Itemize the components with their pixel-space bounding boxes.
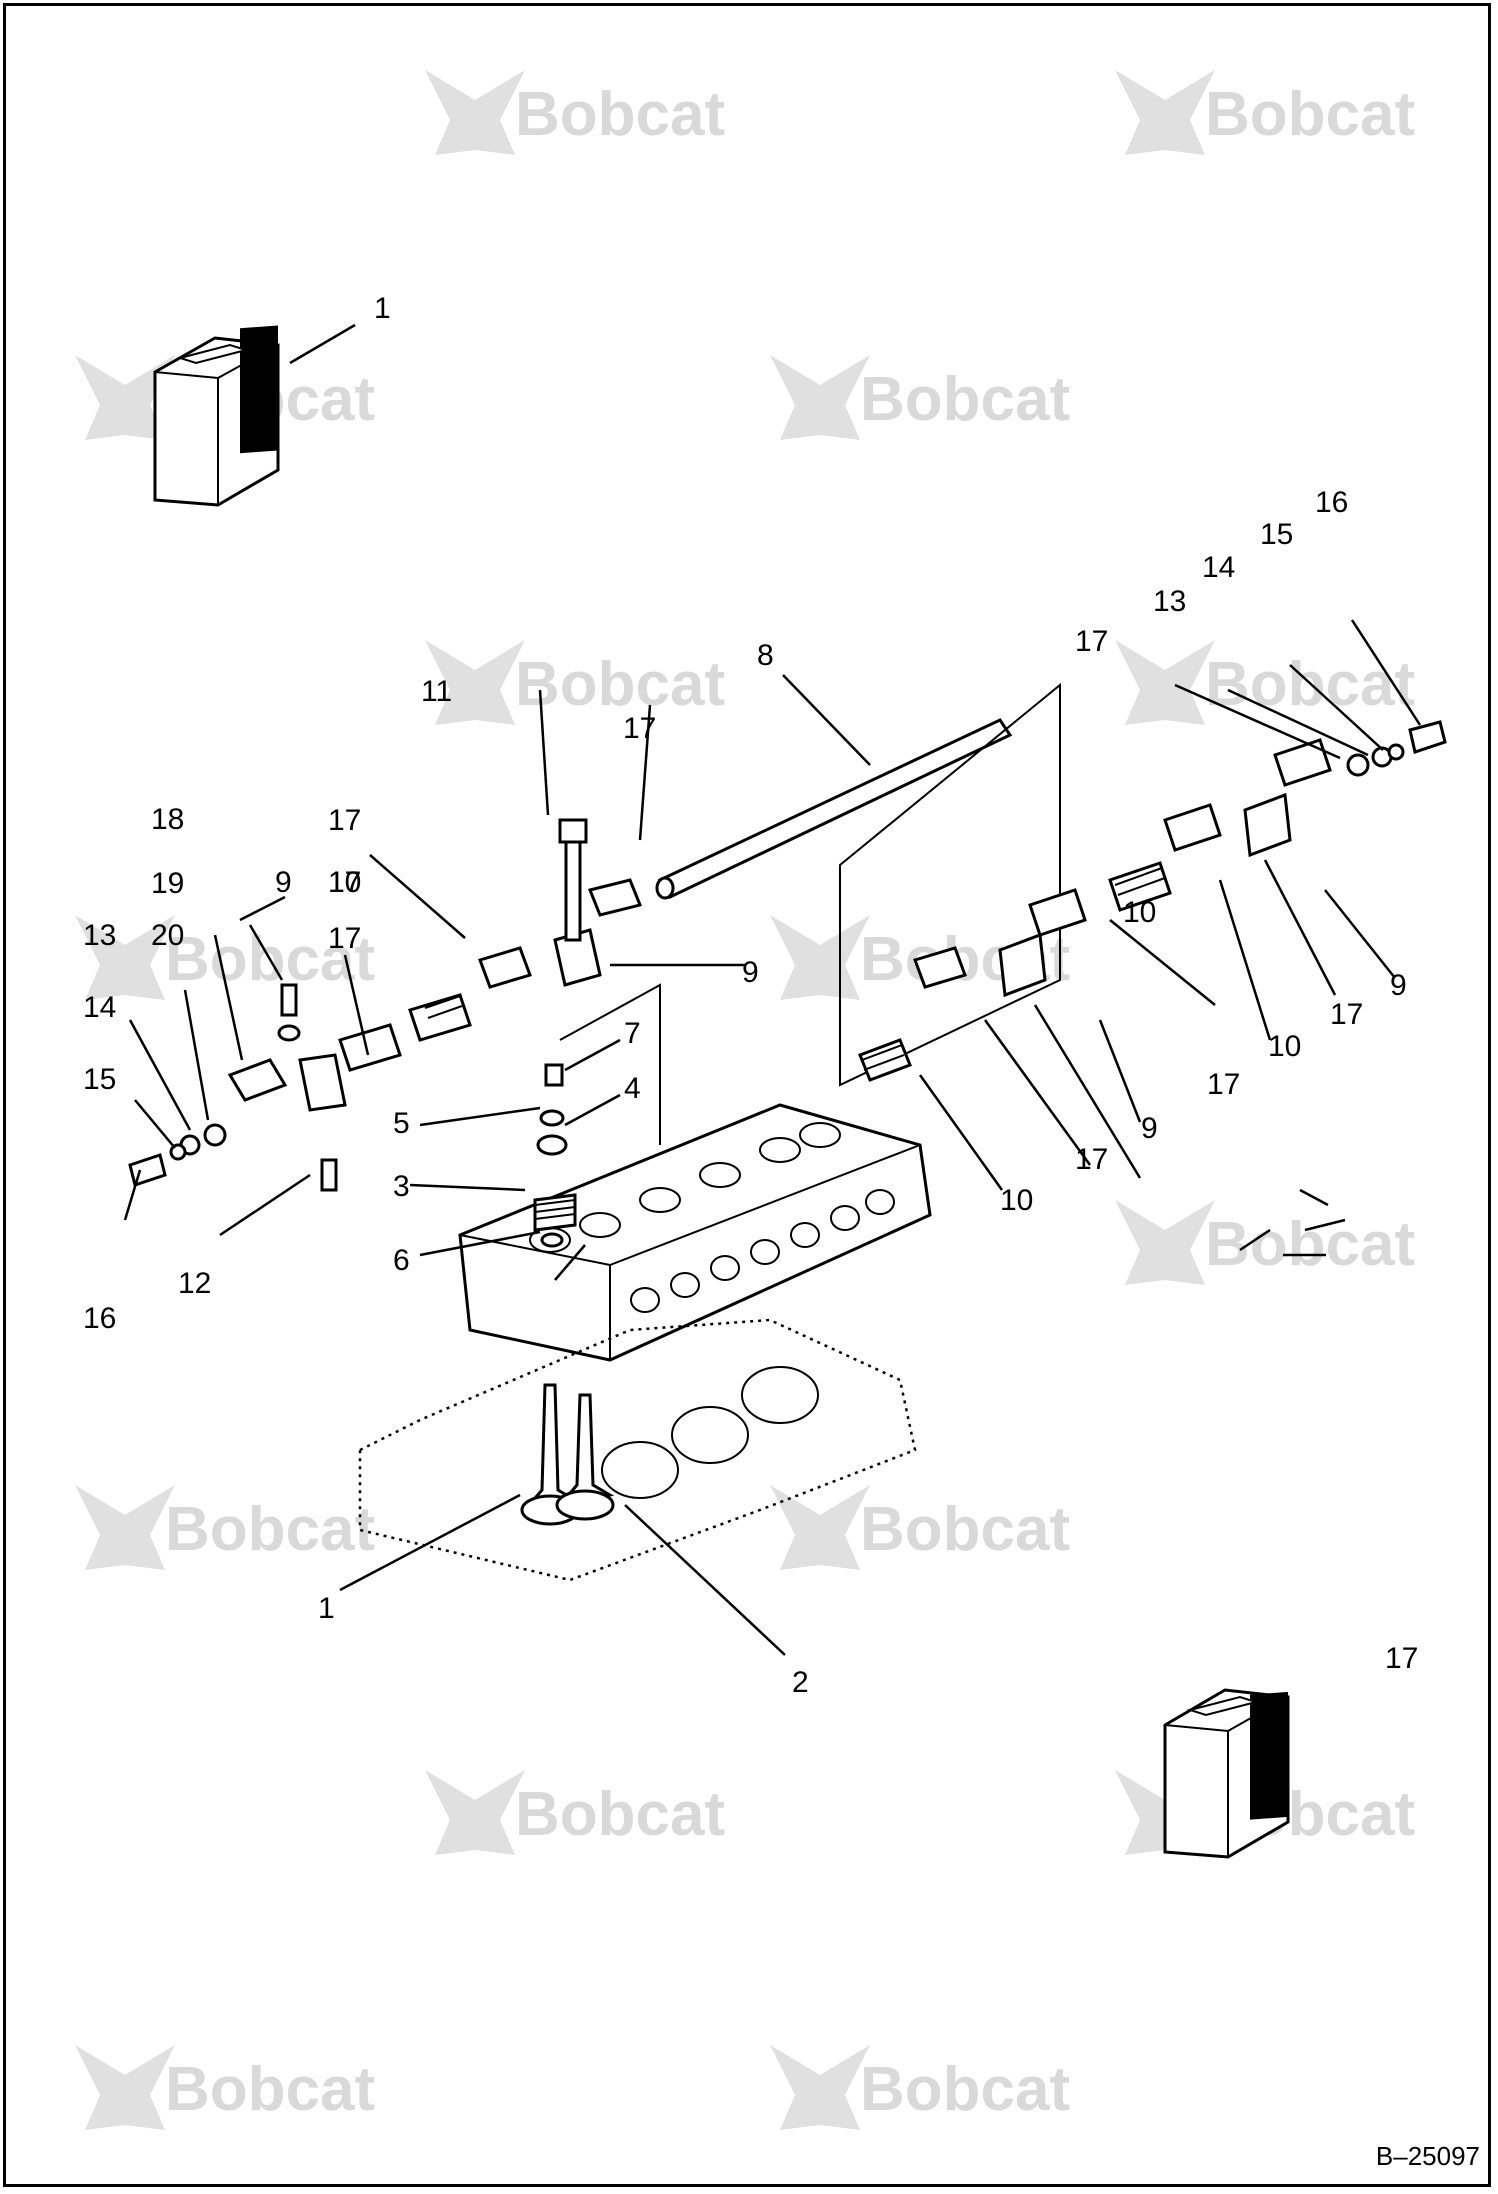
bobcat-logo-icon [770, 1485, 870, 1570]
watermark: Bobcat [75, 1485, 375, 1570]
watermark-layer: Bobcat Bobcat Bobcat Bobcat Bobcat Bobca… [75, 70, 1415, 2130]
callout-label: 17 [1385, 1642, 1418, 1675]
spring-retainer [536, 1134, 568, 1156]
bobcat-logo-icon [75, 2045, 175, 2130]
rocker-assembly-left [128, 818, 643, 1192]
callout-label: 1 [374, 292, 391, 325]
watermark-text: Bobcat [515, 80, 725, 149]
watermark: Bobcat [770, 355, 1070, 440]
callout-label: 1 [318, 1592, 335, 1625]
callout-label: 9 [742, 956, 759, 989]
callout-label: 5 [393, 1107, 410, 1140]
watermark: Bobcat [1115, 640, 1415, 725]
callout-label: 20 [151, 919, 184, 952]
callout-label: 14 [83, 991, 116, 1024]
bobcat-logo-icon [425, 640, 525, 725]
watermark-text: Bobcat [515, 1780, 725, 1849]
watermark: Bobcat [75, 915, 375, 1000]
callout-label: 10 [1268, 1030, 1301, 1063]
bobcat-logo-icon [75, 915, 175, 1000]
watermark: Bobcat [770, 2045, 1070, 2130]
callout-label: 17 [1330, 998, 1363, 1031]
watermark-text: Bobcat [1205, 1210, 1415, 1279]
bobcat-logo-icon [1115, 640, 1215, 725]
watermark: Bobcat [425, 1770, 725, 1855]
watermark-text: Bobcat [165, 2055, 375, 2124]
callout-label: 17 [328, 804, 361, 837]
callout-label: 17 [1075, 1143, 1108, 1176]
callout-label: 4 [624, 1072, 641, 1105]
callout-label: 13 [83, 919, 116, 952]
rocker-shaft [655, 718, 1013, 900]
watermark-text: Bobcat [860, 1495, 1070, 1564]
bobcat-logo-icon [75, 355, 175, 440]
callout-label: 2 [792, 1666, 809, 1699]
bobcat-logo-icon [75, 1485, 175, 1570]
callout-label: 15 [83, 1063, 116, 1096]
watermark-text: Bobcat [860, 2055, 1070, 2124]
callout-label: 17 [1207, 1068, 1240, 1101]
rocker-assembly-right [858, 720, 1447, 1082]
bobcat-logo-icon [425, 1770, 525, 1855]
callout-label: 17 [623, 712, 656, 745]
callout-label: 11 [421, 675, 452, 708]
bobcat-logo-icon [1115, 1200, 1215, 1285]
callout-label: 17 [328, 922, 361, 955]
callout-label: 3 [393, 1170, 410, 1203]
assembly-plane [559, 682, 1061, 1145]
watermark-text: Bobcat [515, 650, 725, 719]
cylinder-block-outline [358, 1318, 917, 1582]
callout-label: 17 [328, 866, 361, 899]
callout-label: 17 [1075, 625, 1108, 658]
cylinder-head [458, 1103, 932, 1362]
callout-label: 10 [1000, 1184, 1033, 1217]
callout-label: 18 [151, 803, 184, 836]
watermark-text: Bobcat [860, 365, 1070, 434]
watermark: Bobcat [75, 2045, 375, 2130]
callout-label: 10 [1123, 896, 1156, 929]
callout-label: 19 [151, 867, 184, 900]
callout-label: 13 [1153, 585, 1186, 618]
callouts: 1 1 2 3 4 5 6 7 8 9 9 9 9 10 10 10 10 11… [83, 292, 1418, 1699]
valve-seat [540, 1232, 564, 1248]
valve-spring [533, 1193, 577, 1232]
valve-seal [539, 1109, 565, 1127]
bobcat-logo-icon [770, 355, 870, 440]
valve [555, 1393, 615, 1521]
callout-label: 16 [1315, 486, 1348, 519]
callout-label: 10 [328, 866, 361, 899]
valve-cap [544, 1063, 564, 1087]
callout-label: 14 [1202, 551, 1235, 584]
bobcat-logo-icon [770, 915, 870, 1000]
callout-label: 16 [83, 1302, 116, 1335]
callout-label: 7 [624, 1017, 641, 1050]
callout-label: 8 [757, 639, 774, 672]
bobcat-logo-icon [1115, 70, 1215, 155]
callout-label: 15 [1260, 518, 1293, 551]
callout-label: 6 [393, 1244, 410, 1277]
callout-label: 9 [275, 866, 292, 899]
watermark: Bobcat [1115, 70, 1415, 155]
callout-label: 9 [1141, 1112, 1158, 1145]
callout-label: 12 [178, 1267, 211, 1300]
watermark-text: Bobcat [1205, 80, 1415, 149]
watermark: Bobcat [1115, 1200, 1415, 1285]
watermark: Bobcat [770, 1485, 1070, 1570]
drawing-number: B–25097 [1375, 2141, 1480, 2171]
watermark: Bobcat [425, 640, 725, 725]
watermark-text: Bobcat [165, 1495, 375, 1564]
kit-box-icon [1163, 1688, 1290, 1859]
bobcat-logo-icon [770, 2045, 870, 2130]
bobcat-logo-icon [425, 70, 525, 155]
leader-lines [123, 323, 1422, 1656]
watermark: Bobcat [425, 70, 725, 155]
kit-box-icon [153, 325, 280, 507]
callout-label: 9 [1390, 969, 1407, 1002]
